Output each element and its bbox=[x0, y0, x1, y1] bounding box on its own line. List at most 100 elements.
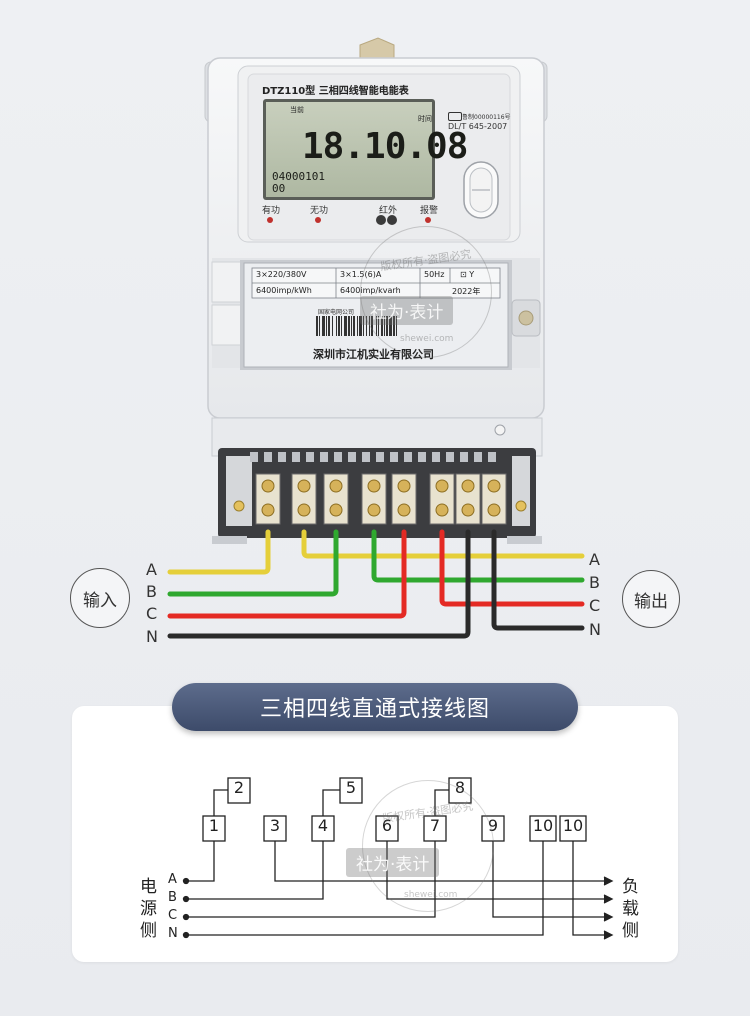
wire-n-out bbox=[491, 529, 585, 631]
diagram-phase-a: A bbox=[168, 872, 177, 887]
load-char-2: 载 bbox=[622, 899, 639, 919]
lcd-line2: 00 bbox=[272, 182, 286, 195]
barcode-bar bbox=[353, 316, 355, 336]
terminal-socket bbox=[292, 452, 300, 462]
watermark-url-bottom: shewei.com bbox=[404, 890, 458, 900]
output-label: 输出 bbox=[634, 591, 668, 612]
terminal-screw bbox=[367, 479, 381, 493]
terminal-screw bbox=[397, 479, 411, 493]
barcode-bar bbox=[357, 316, 358, 336]
terminal-socket bbox=[390, 452, 398, 462]
meter-illustration bbox=[204, 37, 548, 544]
barcode-bar bbox=[384, 316, 385, 336]
nameplate-reactive-constant: 6400imp/kvarh bbox=[340, 286, 401, 295]
terminal-socket bbox=[320, 452, 328, 462]
load-side-label: 负 载 侧 bbox=[622, 876, 642, 942]
lcd-label-time: 时间 bbox=[418, 115, 432, 123]
barcode-bar bbox=[371, 316, 373, 336]
nameplate-symbol-icon: ⊡ Y bbox=[460, 270, 475, 279]
output-phase-a: A bbox=[589, 550, 600, 569]
output-phase-b: B bbox=[589, 573, 600, 592]
barcode-bar bbox=[366, 316, 367, 336]
terminal-screw bbox=[487, 479, 501, 493]
diagram-title-pill: 三相四线直通式接线图 bbox=[172, 683, 578, 731]
terminal-10b: 10 bbox=[562, 816, 584, 835]
terminal-socket bbox=[376, 452, 384, 462]
cert-logo bbox=[448, 112, 462, 121]
manufacturer: 深圳市江机实业有限公司 bbox=[313, 348, 434, 361]
output-phase-c: C bbox=[589, 596, 601, 615]
terminal-socket bbox=[446, 452, 454, 462]
terminal-screw bbox=[367, 503, 381, 517]
input-phase-b: B bbox=[146, 582, 157, 601]
diagram-phase-c: C bbox=[168, 908, 178, 923]
load-char-1: 负 bbox=[622, 877, 639, 897]
barcode-bar bbox=[363, 316, 364, 336]
barcode-bar bbox=[396, 316, 397, 336]
indicator-infrared: 红外 bbox=[379, 206, 398, 216]
barcode-label: 国家电网公司 bbox=[318, 309, 355, 316]
terminal-socket bbox=[404, 452, 412, 462]
barcode-bar bbox=[348, 316, 350, 336]
watermark-brand-bottom: 社为·表计 bbox=[346, 848, 440, 877]
terminal-screw bbox=[435, 479, 449, 493]
input-badge: 输入 bbox=[70, 568, 130, 628]
terminal-6: 6 bbox=[381, 816, 393, 835]
source-char-2: 源 bbox=[140, 899, 157, 919]
terminal-socket bbox=[488, 452, 496, 462]
terminal-screw bbox=[297, 479, 311, 493]
load-char-3: 侧 bbox=[622, 921, 639, 941]
barcode-bar bbox=[322, 316, 325, 336]
barcode-bar bbox=[359, 316, 362, 336]
terminal-socket bbox=[362, 452, 370, 462]
indicator-reactive: 无功 bbox=[310, 206, 329, 216]
nameplate-current: 3×1.5(6)A bbox=[340, 270, 382, 279]
terminal-socket bbox=[264, 452, 272, 462]
terminal-3: 3 bbox=[269, 816, 281, 835]
terminal-socket bbox=[432, 452, 440, 462]
indicator-alarm: 报警 bbox=[420, 206, 439, 216]
terminal-socket bbox=[474, 452, 482, 462]
source-side-label: 电 源 侧 bbox=[140, 876, 160, 942]
diagram-phase-b: B bbox=[168, 890, 177, 905]
indicator-active: 有功 bbox=[262, 206, 281, 216]
wire-b-in bbox=[167, 529, 339, 597]
terminal-screw bbox=[329, 479, 343, 493]
terminal-5: 5 bbox=[345, 778, 357, 797]
terminal-screw bbox=[461, 503, 475, 517]
barcode-bar bbox=[332, 316, 333, 336]
terminal-socket bbox=[250, 452, 258, 462]
nameplate-frequency: 50Hz bbox=[424, 270, 445, 279]
terminal-screw bbox=[297, 503, 311, 517]
barcode-bar bbox=[381, 316, 383, 336]
diagram-title: 三相四线直通式接线图 bbox=[259, 697, 490, 722]
wire-b-out bbox=[371, 529, 585, 583]
barcode-bar bbox=[376, 316, 377, 336]
terminal-screw bbox=[487, 503, 501, 517]
terminal-socket bbox=[278, 452, 286, 462]
barcode-bar bbox=[326, 316, 327, 336]
barcode-bar bbox=[389, 316, 392, 336]
terminal-screw bbox=[329, 503, 343, 517]
terminal-socket bbox=[460, 452, 468, 462]
nameplate-voltage: 3×220/380V bbox=[256, 270, 307, 279]
terminal-10a: 10 bbox=[532, 816, 554, 835]
output-badge: 输出 bbox=[622, 570, 680, 628]
barcode-bar bbox=[369, 316, 370, 336]
terminal-screw bbox=[461, 479, 475, 493]
source-char-1: 电 bbox=[140, 877, 157, 897]
diagram-phase-n: N bbox=[168, 926, 178, 941]
barcode-bar bbox=[338, 316, 340, 336]
barcode-bar bbox=[393, 316, 395, 336]
barcode-bar bbox=[341, 316, 342, 336]
barcode-bar bbox=[351, 316, 352, 336]
terminal-screw bbox=[397, 503, 411, 517]
wiring-illustration bbox=[0, 520, 750, 660]
terminal-screw bbox=[261, 503, 275, 517]
watermark-url-top: shewei.com bbox=[400, 334, 454, 344]
watermark-brand-top: 社为·表计 bbox=[360, 296, 454, 325]
terminal-socket bbox=[334, 452, 342, 462]
terminal-screw bbox=[435, 503, 449, 517]
lcd-main-value: 18.10.08 bbox=[302, 126, 468, 167]
terminal-8: 8 bbox=[454, 778, 466, 797]
